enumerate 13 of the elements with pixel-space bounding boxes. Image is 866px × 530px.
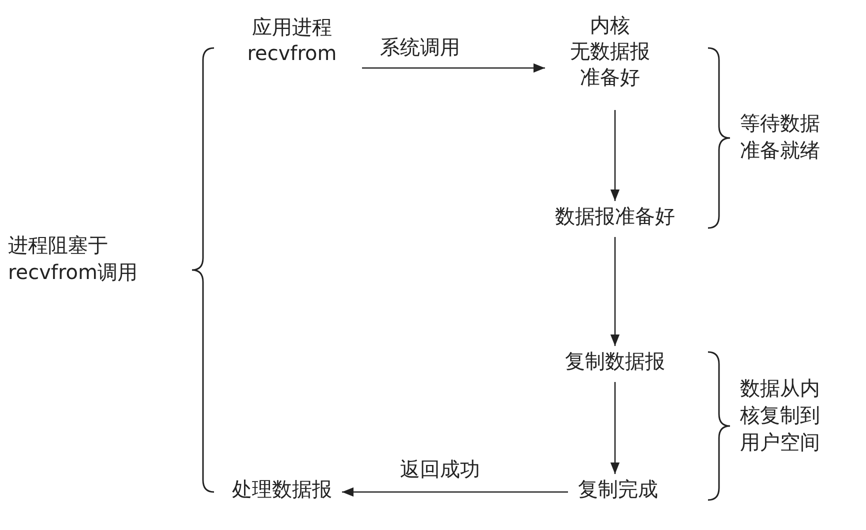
node-text: 无数据报准备好 [569, 38, 651, 90]
node-text: 应用进程 [251, 14, 333, 40]
node-text: 复制数据报 [564, 348, 666, 374]
arrow [342, 487, 568, 497]
node-text: 复制完成 [577, 476, 659, 502]
arrow [610, 110, 620, 201]
arrow [610, 237, 620, 346]
node-text: 处理数据报 [231, 476, 333, 502]
node-text: recvfrom [246, 40, 338, 66]
arrow [610, 382, 620, 474]
arrow [362, 63, 545, 73]
node-text: 数据报准备好 [554, 203, 676, 229]
heading-text: 内核 [589, 12, 631, 38]
